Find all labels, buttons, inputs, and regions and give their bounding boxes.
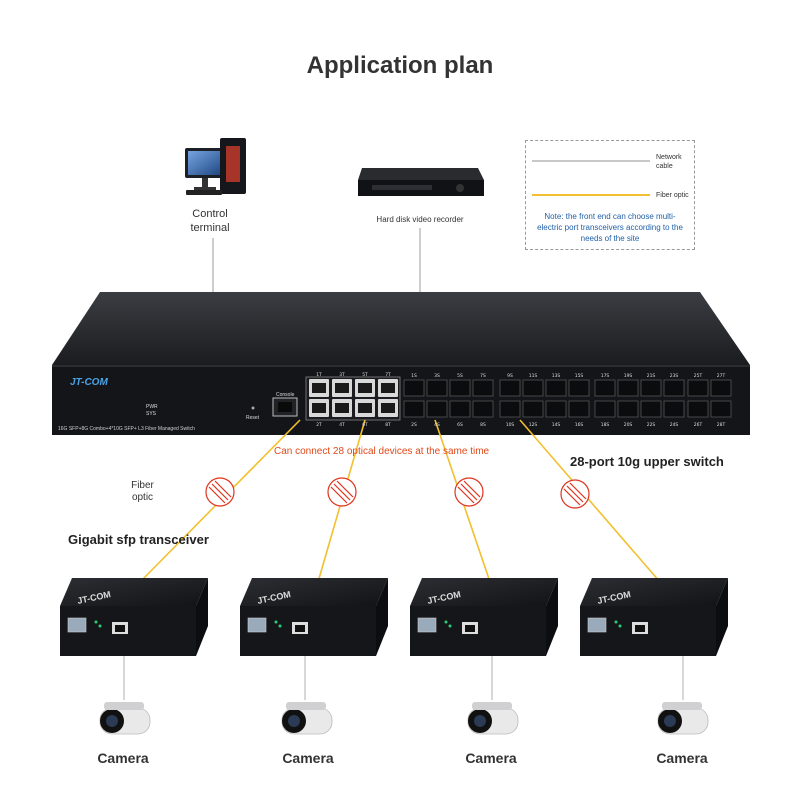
switch-label: 28-port 10g upper switch: [570, 454, 724, 469]
port-label: 18S: [601, 422, 610, 428]
fiber-symbols: [205, 477, 590, 509]
port-label: 13S: [552, 373, 561, 379]
camera-icons: [99, 702, 709, 735]
port-labels: 1T 3T 5T 7T 2T 4T 6T 8T 1S 3S 5S 7S 2S 4S 6S 8S 9S 11S 13S…: [316, 372, 725, 428]
fiber-optic-label: Fiber optic: [115, 480, 170, 504]
switch-brand: JT-COM: [70, 377, 108, 388]
port-label: 8T: [385, 422, 391, 428]
port-label: 27T: [717, 373, 726, 379]
port-label: 7T: [385, 372, 391, 378]
fiber-optic-lines: [139, 419, 661, 583]
fiber-optic-label-line2: optic: [131, 492, 154, 503]
rj45-port-block: [305, 376, 401, 421]
port-label: 16S: [575, 422, 584, 428]
sfp-port-block: [403, 379, 732, 418]
transceiver-units: [60, 578, 728, 656]
port-label: 25T: [694, 373, 703, 379]
port-label: 6T: [362, 422, 368, 428]
sys-label: SYS: [146, 411, 157, 417]
port-label: 7S: [480, 373, 486, 379]
control-terminal-icon: [185, 138, 246, 195]
port-label: 10S: [506, 422, 515, 428]
port-label: 2S: [411, 422, 417, 428]
legend-fiber-optic-line: [532, 194, 650, 196]
port-label: 11S: [529, 373, 538, 379]
port-label: 22S: [647, 422, 656, 428]
camera-label: Camera: [282, 750, 334, 766]
legend-fiber-optic-label: Fiber optic: [656, 192, 689, 199]
port-label: 15S: [575, 373, 584, 379]
legend-note: Note: the front end can choose multi-ele…: [537, 212, 683, 243]
switch-device: [52, 292, 750, 435]
port-label: 5T: [362, 372, 368, 378]
nvr-label: Hard disk video recorder: [376, 215, 464, 224]
reset-label: Reset: [246, 415, 260, 421]
port-label: 9S: [507, 373, 513, 379]
port-label: 23S: [670, 373, 679, 379]
port-label: 5S: [457, 373, 463, 379]
fiber-optic-label-line1: Fiber: [131, 480, 154, 491]
camera-label: Camera: [465, 750, 517, 766]
legend-network-cable-label: Network cable: [656, 154, 682, 170]
control-terminal-label-line2: terminal: [190, 222, 230, 234]
port-label: 28T: [717, 422, 726, 428]
port-label: 3S: [434, 373, 440, 379]
port-label: 21S: [647, 373, 656, 379]
port-label: 4T: [339, 422, 345, 428]
port-label: 1T: [316, 372, 322, 378]
port-label: 1S: [411, 373, 417, 379]
port-label: 2T: [316, 422, 322, 428]
switch-model: 16G SFP+8G Combo+4*10G SFP+ L3 Fiber Man…: [58, 426, 195, 432]
nvr-icon: [358, 168, 484, 196]
transceiver-label: Gigabit sfp transceiver: [68, 532, 209, 547]
camera-label: Camera: [656, 750, 708, 766]
port-label: 17S: [601, 373, 610, 379]
port-label: 8S: [480, 422, 486, 428]
control-terminal-label: Control terminal: [170, 207, 250, 235]
port-label: 14S: [552, 422, 561, 428]
port-label: 3T: [339, 372, 345, 378]
port-label: 26T: [694, 422, 703, 428]
camera-cables: [123, 656, 684, 700]
legend-box: Network cable Fiber optic Note: the fron…: [525, 140, 695, 250]
port-label: 19S: [624, 373, 633, 379]
port-label: 12S: [529, 422, 538, 428]
control-terminal-label-line1: Control: [192, 208, 228, 220]
pwr-label: PWR: [146, 404, 158, 410]
port-label: 6S: [457, 422, 463, 428]
camera-label: Camera: [97, 750, 149, 766]
port-label: 24S: [670, 422, 679, 428]
page-title: Application plan: [306, 52, 494, 79]
connect-note: Can connect 28 optical devices at the sa…: [274, 446, 490, 457]
legend-network-cable-line: [532, 160, 650, 162]
port-label: 4S: [434, 422, 440, 428]
console-label: Console: [276, 392, 295, 398]
port-label: 20S: [624, 422, 633, 428]
